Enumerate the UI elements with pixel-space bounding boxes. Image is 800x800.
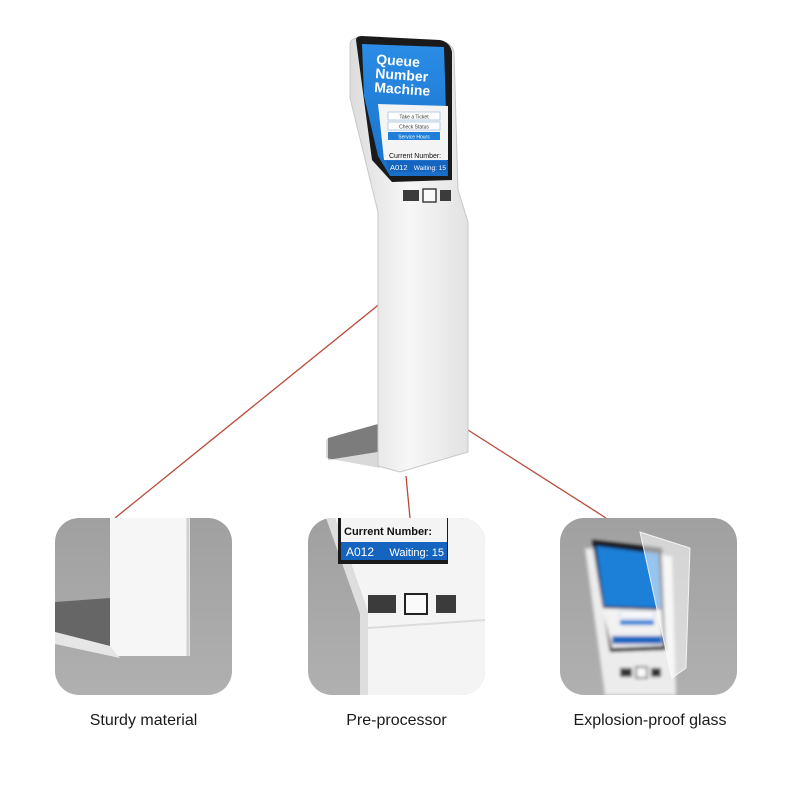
kiosk-base-plate [328, 424, 378, 460]
menu-take-ticket-button[interactable] [387, 111, 441, 121]
glass-pane [639, 531, 691, 679]
screen-title-line-2: Number [375, 65, 429, 85]
base-column [110, 518, 190, 656]
leader-line-base [114, 301, 383, 519]
screen-waiting-label: Waiting: 15 [414, 165, 447, 172]
detail-glass-image [560, 518, 737, 695]
detail-base-image [55, 518, 232, 695]
menu-check-status-button[interactable] [387, 121, 441, 131]
preprocessor-scanner-right [436, 595, 456, 613]
preprocessor-current-number: A012 [346, 545, 374, 559]
scanner-right [440, 190, 451, 201]
preprocessor-current-label: Current Number: [344, 526, 432, 538]
leader-line-glass [467, 429, 607, 519]
screen-title-line-3: Machine [374, 79, 431, 99]
preprocessor-status-bar [341, 542, 447, 560]
leader-lines [114, 301, 607, 519]
screen-status-bar [386, 161, 448, 172]
menu-take-ticket-label: Take a Ticket [399, 115, 429, 121]
kiosk: Queue Number Machine Take a Ticket Check… [326, 36, 469, 473]
screen-current-number: A012 [390, 163, 408, 172]
scanner-center [422, 188, 437, 203]
leader-line-preprocessor [405, 475, 411, 519]
caption-sturdy-material: Sturdy material [89, 712, 198, 729]
caption-pre-processor: Pre-processor [346, 712, 447, 729]
screen-current-label: Current Number: [389, 153, 441, 160]
preprocessor-scanner-center [404, 593, 428, 615]
menu-service-hours-label: Service Hours [398, 135, 430, 141]
menu-service-hours-button[interactable] [388, 132, 440, 140]
scanner-left [403, 190, 419, 201]
menu-check-status-label: Check Status [399, 125, 429, 131]
detail-preprocessor-image: Current Number: A012 Waiting: 15 [308, 518, 485, 695]
preprocessor-scanner-left [368, 595, 396, 613]
base-floor-plate [55, 598, 110, 646]
screen-title-line-1: Queue [376, 51, 421, 70]
kiosk-base-edge [326, 438, 380, 468]
caption-explosion-proof-glass: Explosion-proof glass [573, 712, 727, 729]
preprocessor-waiting-label: Waiting: 15 [389, 547, 444, 559]
